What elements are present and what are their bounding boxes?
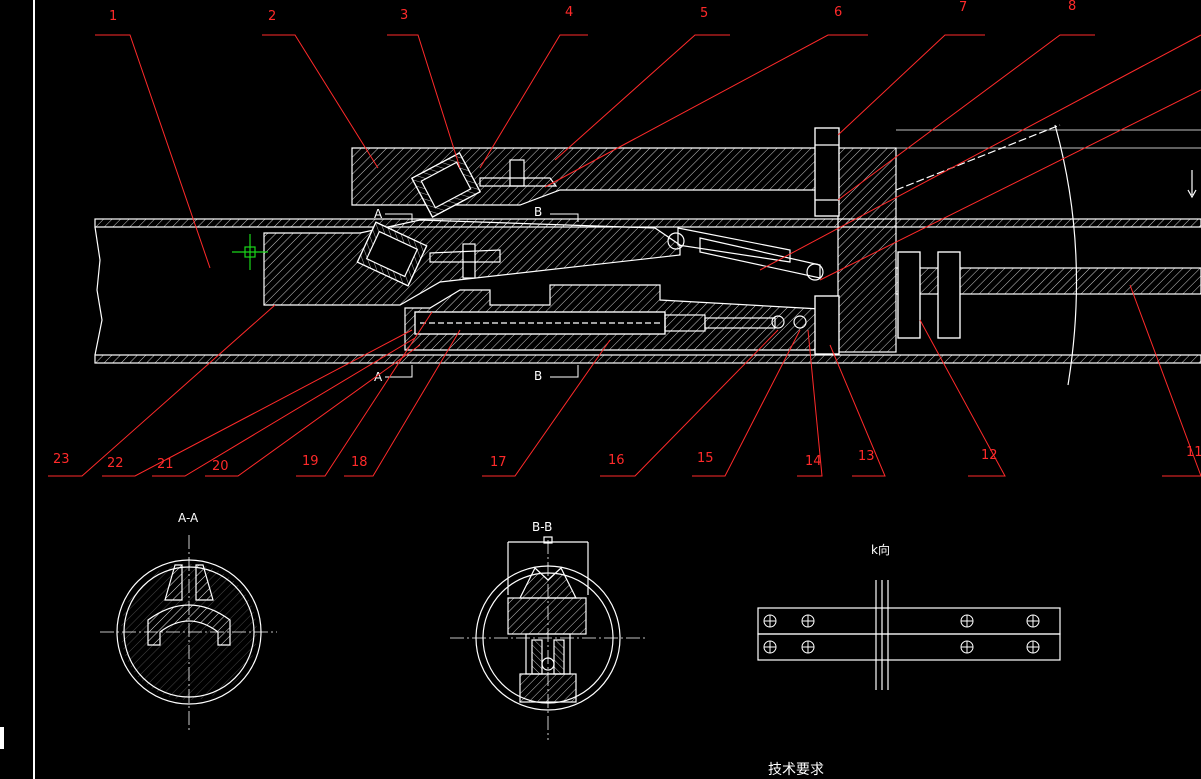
part-number-11: 11 (1186, 445, 1201, 460)
technical-requirements-heading: 技术要求 (768, 762, 824, 778)
rod-pin-left (667, 232, 685, 250)
lower-roller (356, 221, 428, 287)
pipe-wall-bottom (94, 354, 1201, 364)
section-mark-b-bottom: B (534, 369, 542, 383)
part-number-4: 4 (565, 5, 573, 20)
part-number-2: 2 (268, 9, 276, 24)
part-number-22: 22 (107, 456, 124, 471)
part-number-23: 23 (53, 452, 70, 467)
section-marks (385, 213, 579, 378)
cursor-marker (0, 727, 4, 749)
crosshair-marker (232, 234, 268, 270)
upper-roller (411, 152, 481, 218)
part-number-13: 13 (858, 449, 875, 464)
part-number-16: 16 (608, 453, 625, 468)
pipe-wall-top (94, 218, 1201, 228)
part-number-1: 1 (109, 9, 117, 24)
main-assembly-view (94, 124, 1201, 386)
part-number-7: 7 (959, 0, 967, 15)
flange-bolt-2 (937, 251, 961, 339)
section-mark-a-top: A (374, 207, 383, 221)
pipe-break-line (94, 226, 103, 356)
section-mark-b-top: B (534, 205, 542, 219)
top-bolt (814, 127, 840, 217)
part-number-18: 18 (351, 455, 368, 470)
part-number-19: 19 (302, 454, 319, 469)
part-number-17: 17 (490, 455, 507, 470)
pipe-end-arc (1054, 124, 1078, 386)
part-number-20: 20 (212, 459, 229, 474)
connecting-rod (677, 227, 791, 263)
part-number-6: 6 (834, 5, 842, 20)
part-number-14: 14 (805, 454, 822, 469)
section-aa-view (100, 535, 277, 730)
end-plate (837, 147, 897, 353)
section-bb-title: B-B (532, 520, 552, 534)
part-number-12: 12 (981, 448, 998, 463)
part-number-5: 5 (700, 6, 708, 21)
upper-bolt (509, 159, 525, 187)
bottom-bolt (814, 295, 840, 355)
lower-bolt (462, 243, 476, 279)
section-mark-a-bottom: A (374, 370, 383, 384)
part-number-8: 8 (1068, 0, 1076, 14)
section-aa-title: A-A (178, 511, 199, 525)
flange-bolt-1 (897, 251, 921, 339)
k-view (757, 580, 1061, 690)
section-bb-view (450, 536, 646, 740)
part-number-15: 15 (697, 451, 714, 466)
part-number-21: 21 (157, 457, 174, 472)
leader-lines (48, 34, 1201, 477)
part-number-3: 3 (400, 8, 408, 23)
k-view-title: k向 (871, 542, 890, 557)
